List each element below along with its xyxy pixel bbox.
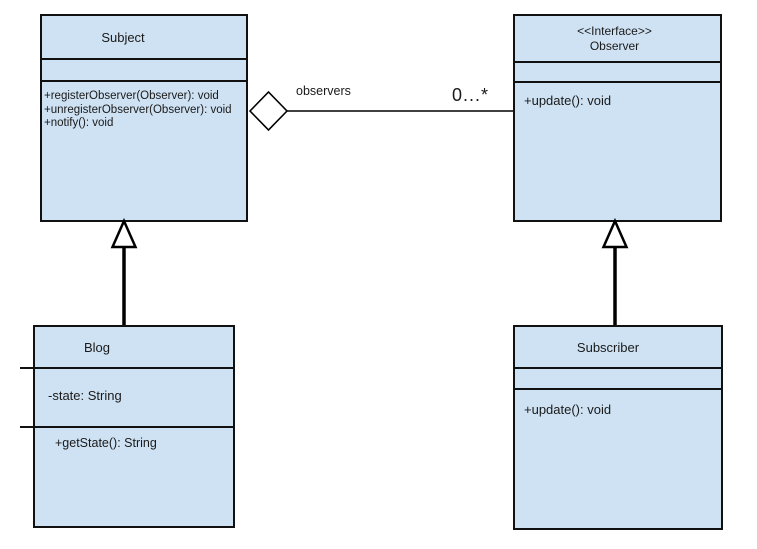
attributes-compartment-blog: -state: String bbox=[35, 367, 233, 426]
aggregation-diamond[interactable] bbox=[248, 90, 289, 132]
class-name: Observer bbox=[589, 38, 640, 53]
methods-compartment-subject: +registerObserver(Observer): void +unreg… bbox=[42, 80, 246, 220]
generalization-arrow-blog-subject[interactable] bbox=[110, 217, 138, 325]
method-item: +unregisterObserver(Observer): void bbox=[44, 103, 232, 116]
class-box-subscriber[interactable]: Subscriber +update(): void bbox=[513, 325, 723, 530]
method-item: +registerObserver(Observer): void bbox=[44, 90, 219, 102]
attributes-compartment-observer bbox=[515, 61, 720, 81]
association-role-label[interactable]: observers bbox=[296, 84, 351, 98]
generalization-arrow-subscriber-observer[interactable] bbox=[601, 217, 629, 325]
attribute-item: -state: String bbox=[48, 388, 122, 403]
class-box-observer[interactable]: <<Interface>> Observer +update(): void bbox=[513, 14, 722, 222]
attributes-compartment-subscriber bbox=[515, 367, 721, 388]
method-item: +update(): void bbox=[524, 93, 612, 108]
class-box-subject[interactable]: Subject +registerObserver(Observer): voi… bbox=[40, 14, 248, 222]
method-item: +notify(): void bbox=[44, 117, 114, 129]
class-name: Subscriber bbox=[576, 339, 640, 355]
blog-attributes-divider-line bbox=[20, 426, 235, 428]
association-multiplicity-label[interactable]: 0...* bbox=[452, 85, 490, 105]
methods-compartment-subscriber: +update(): void bbox=[515, 388, 721, 524]
class-stereotype: <<Interface>> bbox=[577, 23, 652, 38]
class-name: Blog bbox=[83, 339, 111, 355]
blog-title-divider-line bbox=[20, 367, 235, 369]
methods-compartment-observer: +update(): void bbox=[515, 81, 720, 218]
class-title-subscriber: Subscriber bbox=[515, 327, 721, 367]
methods-compartment-blog: +getState(): String bbox=[35, 426, 233, 526]
class-name: Subject bbox=[101, 29, 145, 45]
class-title-subject: Subject bbox=[42, 16, 246, 58]
method-item: +update(): void bbox=[524, 402, 612, 417]
attributes-compartment-subject bbox=[42, 58, 246, 80]
method-item: +getState(): String bbox=[55, 436, 157, 450]
class-title-blog: Blog bbox=[35, 327, 233, 367]
class-title-observer: <<Interface>> Observer bbox=[515, 16, 720, 61]
